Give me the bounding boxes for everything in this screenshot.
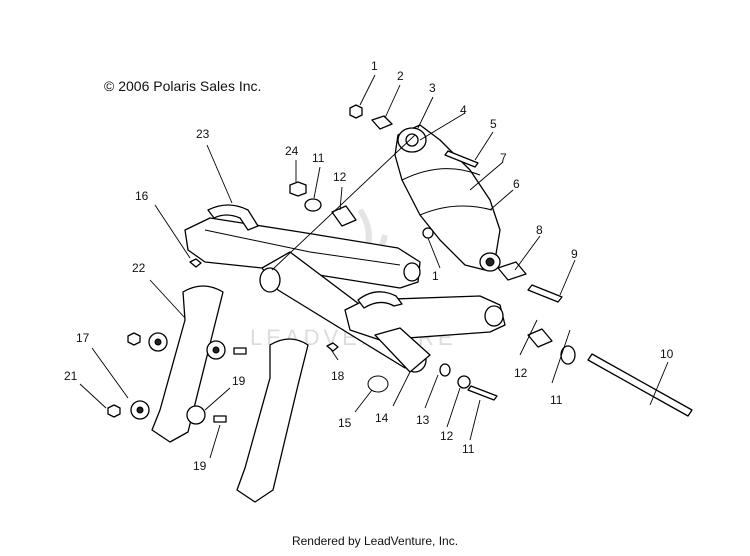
callout-16: 14 xyxy=(375,411,389,425)
grease-fitting-18a xyxy=(189,258,202,268)
callout-12a: 12 xyxy=(333,170,347,184)
washer-11a xyxy=(304,198,322,212)
callout-4: 4 xyxy=(460,103,467,117)
bushing-12b xyxy=(527,328,553,348)
washer-11b xyxy=(560,345,576,365)
callout-14: 12 xyxy=(440,429,454,443)
washer-14 xyxy=(457,375,471,389)
callout-3: 3 xyxy=(429,81,436,95)
callout-7: 7 xyxy=(500,151,507,165)
callout-15: 13 xyxy=(416,413,430,427)
lower-swing-arm xyxy=(344,291,506,373)
callout-11a: 11 xyxy=(312,151,325,165)
bolt-13 xyxy=(467,385,498,401)
callout-10: 10 xyxy=(660,347,674,361)
nut-24 xyxy=(289,181,307,197)
callout-12b: 12 xyxy=(514,366,528,380)
callout-19b: 19 xyxy=(232,374,246,388)
copyright-text: © 2006 Polaris Sales Inc. xyxy=(104,78,262,94)
callout-9: 9 xyxy=(571,247,578,261)
washer-15 xyxy=(439,363,451,377)
bolt-9 xyxy=(527,284,563,303)
shock-absorber xyxy=(394,124,501,272)
bushing-8 xyxy=(497,261,527,281)
bushing-2 xyxy=(371,115,393,130)
callout-20: 19 xyxy=(193,459,207,473)
callout-2: 2 xyxy=(397,69,404,83)
leader-lines xyxy=(79,74,669,459)
callout-18b: 18 xyxy=(331,369,345,383)
hardware xyxy=(189,104,693,417)
callout-23: 23 xyxy=(196,127,210,141)
callout-1b: 1 xyxy=(432,269,439,283)
callout-8: 8 xyxy=(536,223,543,237)
washer-4 xyxy=(405,133,419,147)
bolt-5 xyxy=(444,150,479,168)
callout-21: 21 xyxy=(64,369,78,383)
callout-6: 6 xyxy=(513,177,520,191)
nut-1b xyxy=(422,227,434,239)
callout-24: 24 xyxy=(285,144,299,158)
torque-links xyxy=(107,285,309,503)
callout-11b: 11 xyxy=(550,393,563,407)
callout-22: 22 xyxy=(132,261,146,275)
callout-17: 15 xyxy=(338,416,352,430)
callout-18a: 16 xyxy=(135,189,149,203)
callout-1: 1 xyxy=(371,59,378,73)
callout-19a: 17 xyxy=(76,331,90,345)
callouts: 1 2 3 4 5 7 6 8 9 1 10 12 11 11 12 13 14… xyxy=(64,59,674,473)
callout-13: 11 xyxy=(462,442,475,456)
through-bolt-10 xyxy=(587,353,693,417)
bushing-12a xyxy=(331,205,357,227)
footer-credit: Rendered by LeadVenture, Inc. xyxy=(291,534,459,548)
upper-swing-arm xyxy=(184,204,421,289)
nut-1 xyxy=(349,104,363,119)
o-ring-17 xyxy=(367,375,389,393)
callout-5: 5 xyxy=(490,117,497,131)
